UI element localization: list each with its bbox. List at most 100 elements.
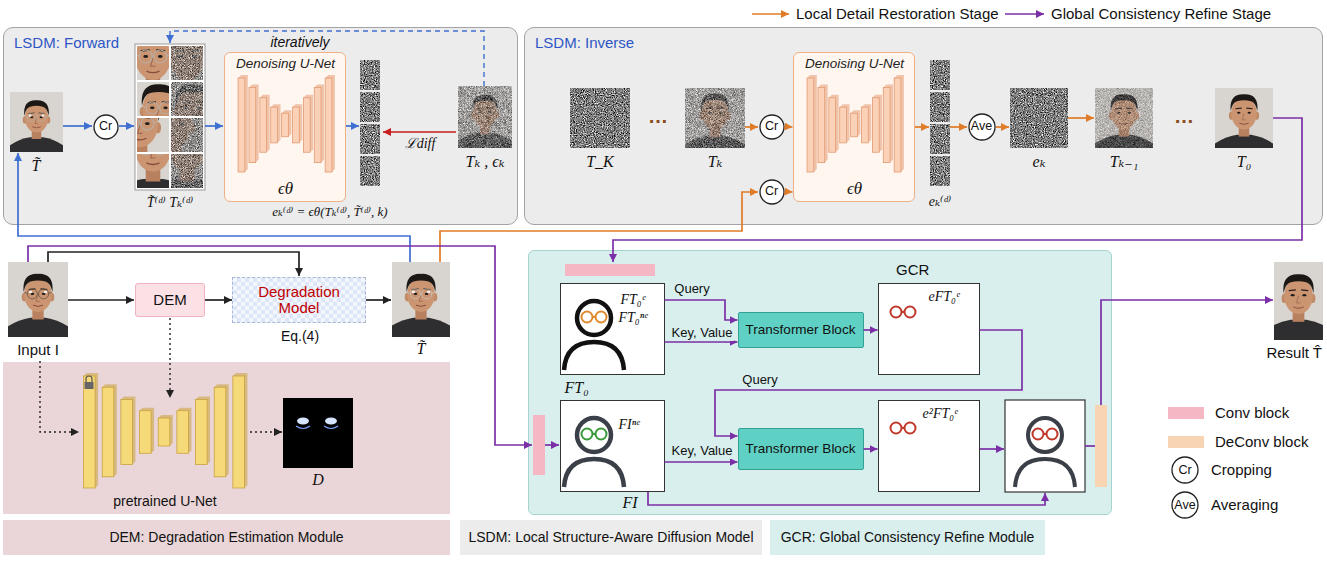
figure-part — [31, 293, 35, 295]
figure-part — [84, 373, 99, 488]
figure-part — [152, 123, 165, 138]
figure-part — [27, 113, 35, 121]
figure-part — [132, 147, 138, 158]
noisy-crop — [147, 107, 228, 204]
figure-part — [24, 277, 52, 312]
node-text: Cr — [99, 119, 112, 133]
figure-label: T̃ — [417, 340, 426, 358]
flow-arrow — [613, 118, 1302, 262]
figure-part — [293, 107, 300, 143]
node-label: pretrained U-Net — [113, 493, 217, 509]
figure-part — [480, 123, 490, 134]
crop-circle: Cr — [759, 179, 785, 205]
figure-part — [177, 411, 189, 454]
figure-part — [174, 106, 180, 116]
text-holder: Key, Value — [670, 326, 735, 341]
figure-part — [175, 49, 199, 51]
figure-part — [829, 95, 839, 153]
figure-part — [29, 112, 45, 114]
figure-part — [902, 427, 905, 429]
connector-arrow — [864, 448, 878, 450]
figure-part — [1109, 112, 1114, 120]
legend-text: Averaging — [1211, 496, 1278, 513]
figure-part — [1293, 309, 1305, 322]
node-label: Denoising U-Net — [236, 56, 335, 72]
figure-part — [139, 50, 152, 63]
text-holder: Tₖ — [708, 153, 723, 171]
figure-part — [179, 122, 184, 125]
figure-part — [113, 15, 194, 112]
figure-part — [196, 400, 208, 465]
text-holder: … — [1174, 105, 1194, 128]
noisy-crop — [134, 82, 215, 179]
module-panel: pretrained U-Net — [3, 362, 450, 514]
figure-part — [22, 293, 27, 302]
flow-arrow — [915, 126, 929, 128]
figure-part — [1119, 123, 1128, 124]
figure-part — [894, 75, 904, 172]
noisy-crop — [147, 15, 228, 112]
figure-part — [1095, 83, 1153, 153]
flow-arrow — [383, 131, 456, 133]
restored-face — [1215, 83, 1273, 153]
flow-arrow — [1085, 445, 1095, 447]
text-holder: D — [312, 471, 324, 489]
connector-arrow — [864, 329, 878, 331]
figure-part — [1117, 112, 1120, 114]
figure-part — [1028, 418, 1062, 452]
person-sketch — [564, 418, 624, 487]
figure-part — [121, 397, 136, 465]
figure-part — [412, 291, 416, 294]
person-sketch — [564, 301, 624, 370]
figure-part — [146, 74, 161, 90]
model-box: Degradation ModelEq.(4) — [232, 277, 366, 323]
figure-part — [412, 288, 431, 290]
text-holder: Averaging — [1211, 496, 1278, 513]
flow-arrow — [1101, 300, 1273, 405]
figure-part — [593, 433, 596, 435]
noisy-face — [1095, 83, 1153, 153]
glare-spot — [296, 426, 338, 429]
flow-arrow — [980, 448, 1004, 450]
figure-label: … — [1174, 105, 1194, 128]
figure-part — [488, 111, 491, 113]
feature-box: FT₀ᵉFT₀ⁿᵉFT₀ — [560, 283, 665, 375]
figure-part — [862, 104, 872, 143]
flow-arrow — [205, 125, 223, 127]
text-holder: Cropping — [1211, 461, 1272, 478]
text-holder: LSDM: Local Structure-Aware Diffusion Mo… — [468, 529, 753, 545]
module-box: DEM — [135, 283, 205, 317]
figure-part — [133, 141, 148, 157]
caption-box: LSDM: Local Structure-Aware Diffusion Mo… — [460, 520, 762, 555]
text-holder: GCR — [896, 261, 929, 278]
face-crop — [113, 107, 194, 204]
figure-part — [1242, 113, 1245, 119]
legend-text: DeConv block — [1215, 433, 1308, 450]
figure-part — [883, 87, 890, 162]
figure-part — [872, 95, 882, 153]
connector-arrow — [785, 126, 793, 128]
figure-part — [479, 111, 482, 113]
figure-part — [177, 88, 210, 129]
node-text: Cr — [1178, 463, 1191, 477]
figure-part — [147, 15, 228, 112]
figure-part — [1047, 429, 1058, 440]
figure-part — [1254, 112, 1259, 120]
figure-part — [10, 90, 63, 154]
figure-label: T₀ — [1237, 153, 1251, 171]
text-holder: T₀ — [1237, 153, 1251, 171]
figure-part — [143, 106, 176, 107]
figure-part — [1230, 94, 1257, 111]
figure-label: iteratively — [270, 34, 329, 50]
flow-arrow — [545, 444, 559, 446]
figure-part — [25, 116, 48, 117]
flow-arrow — [68, 299, 134, 301]
figure-label: D — [312, 471, 324, 489]
figure-part — [271, 107, 278, 143]
figure-part — [1095, 83, 1153, 153]
figure-part — [147, 107, 228, 204]
node-text: LSDM: Local Structure-Aware Diffusion Mo… — [468, 529, 753, 545]
node-label: LSDM: Inverse — [535, 34, 634, 51]
figure-part — [164, 122, 169, 125]
